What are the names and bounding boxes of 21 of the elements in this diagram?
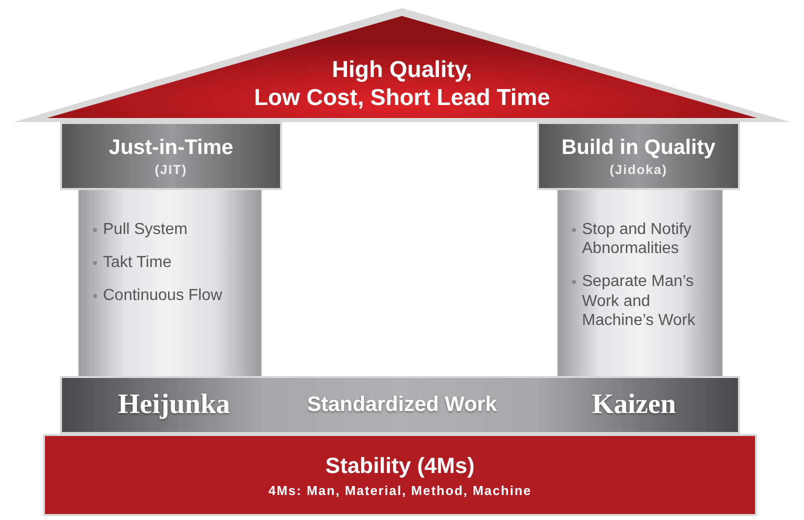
pillar-column	[557, 190, 723, 376]
pillar-subtitle: (Jidoka)	[610, 162, 668, 176]
pillar-subtitle: (JIT)	[154, 162, 188, 176]
pillar-title: Just-in-Time	[108, 136, 234, 160]
stability-base	[43, 434, 757, 516]
roof-text: High Quality, Low Cost, Short Lead Time	[252, 54, 552, 112]
foundation-band	[60, 376, 740, 434]
band-text: Kaizen	[592, 389, 676, 421]
bullet-text: Stop and Notify Abnormalities	[582, 221, 692, 258]
band-text: Standardized Work	[307, 393, 497, 417]
bullet-text: Separate Man’s Work and Machine’s Work	[582, 273, 696, 329]
pillar-capital	[60, 122, 282, 190]
band-text: Heijunka	[118, 389, 230, 421]
base-title: Stability (4Ms)	[325, 452, 475, 478]
base-subtitle: 4Ms: Man, Material, Method, Machine	[268, 482, 532, 498]
bullet-text: Continuous Flow	[103, 287, 222, 304]
bullet-text: Pull System	[103, 221, 188, 238]
pillar-title: Build in Quality	[561, 136, 716, 160]
pillar-column	[78, 190, 262, 376]
pillar-capital	[537, 122, 740, 190]
bullet-text: Takt Time	[103, 254, 172, 272]
